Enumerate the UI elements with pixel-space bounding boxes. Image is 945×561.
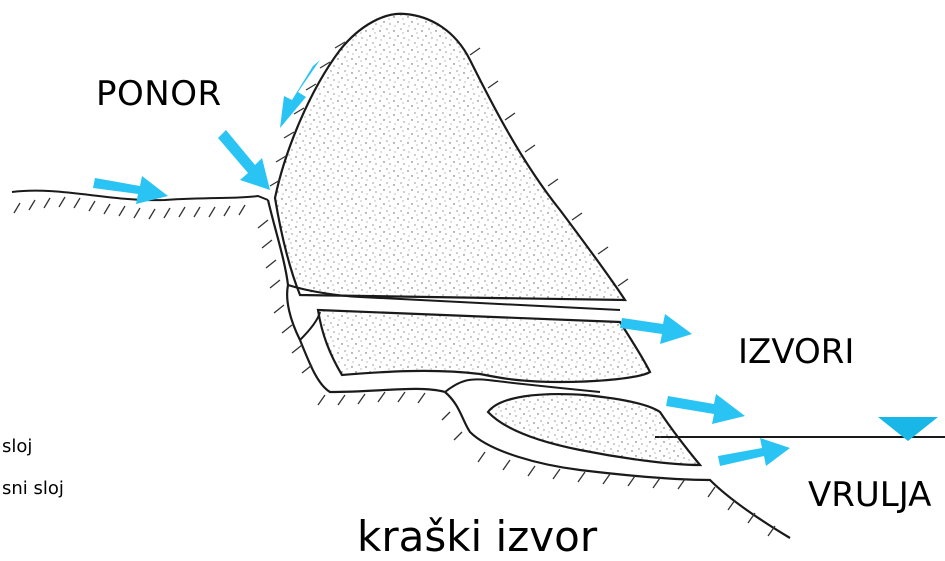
flow-arrow-icon [666,394,745,424]
flow-arrow-icon [718,438,790,466]
flow-arrow-icon [218,130,270,190]
conduit-channel-lower [300,312,320,340]
legend-layer-label-2: sni sloj [2,478,64,499]
izvori-label: IZVORI [738,332,854,372]
ponor-label: PONOR [96,74,222,114]
rock-mass-middle [318,310,650,382]
vrulja-label: VRULJA [808,475,931,515]
legend-layer-label-1: sloj [2,436,32,457]
rock-mass-main [275,14,625,300]
